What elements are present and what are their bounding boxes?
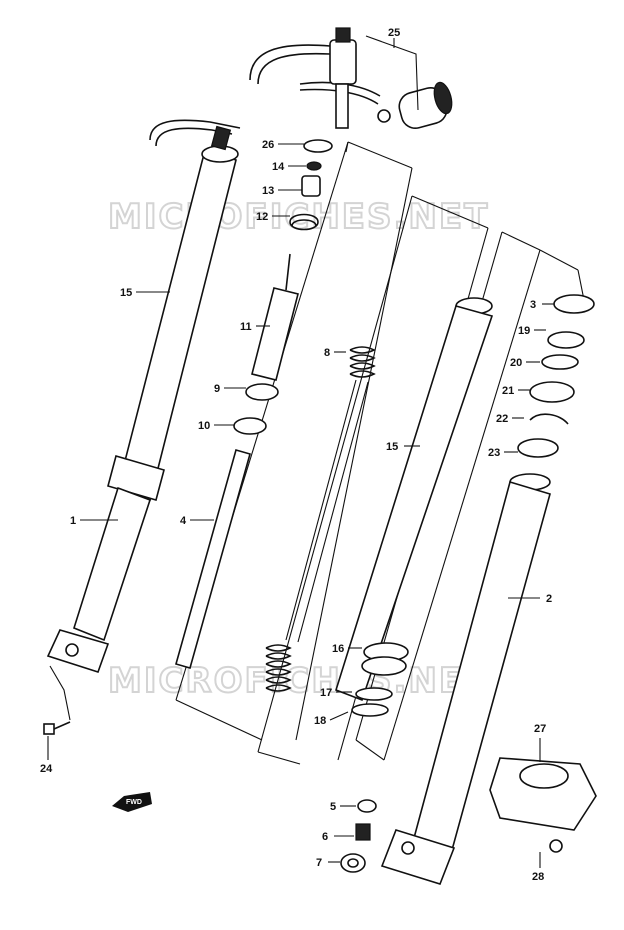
callout-21: 21: [502, 385, 514, 397]
air-valve-assembly: [149, 27, 453, 147]
callout-26: 26: [262, 139, 274, 151]
small-hardware: [43, 721, 377, 873]
callout-15-left: 15: [120, 287, 132, 299]
callout-18: 18: [314, 715, 326, 727]
watermark-bottom: MICROFICHES.NET: [108, 661, 489, 701]
cap-components: [289, 139, 333, 231]
callout-23: 23: [488, 447, 500, 459]
callout-28: 28: [532, 871, 544, 883]
callout-7: 7: [316, 857, 322, 869]
callout-10: 10: [198, 420, 210, 432]
seal-stack: [517, 294, 595, 458]
callout-22: 22: [496, 413, 508, 425]
fork-spring: [265, 346, 376, 692]
damper-rod-assembly: [175, 253, 299, 669]
callout-24: 24: [40, 763, 53, 775]
fwd-label: FWD: [126, 799, 142, 806]
callout-3: 3: [530, 299, 536, 311]
callout-27: 27: [534, 723, 546, 735]
leader-lines: [47, 38, 554, 868]
callout-14: 14: [272, 161, 285, 173]
left-fork-outer-tube: [46, 125, 239, 673]
callout-2: 2: [546, 593, 552, 605]
callout-labels: 25 26 14 13 12 15 11 9 10 8 15 3 19 20 2…: [40, 27, 552, 883]
callout-8: 8: [324, 347, 330, 359]
right-inner-tube: [335, 297, 494, 717]
callout-1: 1: [70, 515, 76, 527]
axle-holder-bracket: [489, 757, 597, 853]
right-fork-outer-tube: [380, 473, 551, 885]
forward-direction-arrow: FWD: [112, 792, 152, 812]
callout-20: 20: [510, 357, 522, 369]
callout-12: 12: [256, 211, 268, 223]
callout-16: 16: [332, 643, 344, 655]
callout-19: 19: [518, 325, 530, 337]
group-box-seals: [539, 249, 585, 301]
callout-11: 11: [240, 321, 252, 333]
watermark-top: MICROFICHES.NET: [108, 197, 489, 237]
callout-6: 6: [322, 831, 328, 843]
callout-4: 4: [180, 515, 187, 527]
callout-5: 5: [330, 801, 336, 813]
callout-13: 13: [262, 185, 274, 197]
callout-17: 17: [320, 687, 332, 699]
callout-25: 25: [388, 27, 400, 39]
callout-9: 9: [214, 383, 220, 395]
callout-15-right: 15: [386, 441, 398, 453]
